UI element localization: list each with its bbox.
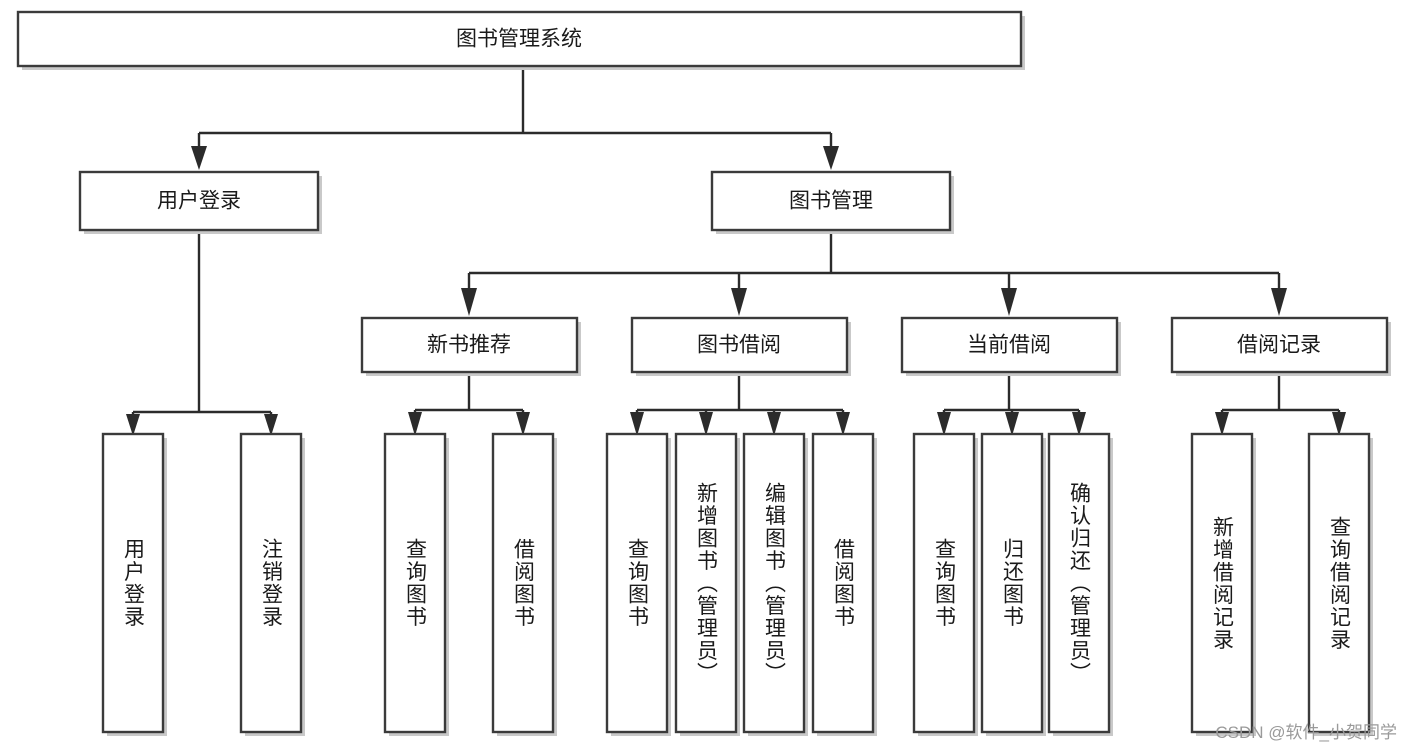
arrow-bb-leaf-2 xyxy=(767,412,781,436)
node-root[interactable]: 图书管理系统 xyxy=(16,10,1025,70)
node-book-borrow[interactable]: 图书借阅 xyxy=(630,316,851,376)
arrow-l2-1 xyxy=(731,288,747,316)
leaf-rect-bb-1[interactable] xyxy=(674,432,738,734)
leaf-label-bb-edit-book: 编辑图书（管理员） xyxy=(762,481,786,685)
leaf-label-logout: 注销登录 xyxy=(259,538,283,628)
leaf-label-box-bb-add-book: 新增图书（管理员） xyxy=(676,434,736,732)
arrow-l2-3 xyxy=(1271,288,1287,316)
leaf-rect-ul-0[interactable] xyxy=(101,432,165,734)
connectors-user-login-to-leaves xyxy=(126,234,278,436)
leaf-rect-cb-1[interactable] xyxy=(980,432,1044,734)
arrow-to-user-login xyxy=(191,146,207,170)
node-new-book-recommend[interactable]: 新书推荐 xyxy=(360,316,581,376)
arrow-l2-2 xyxy=(1001,288,1017,316)
connectors-borrow-records-to-leaves xyxy=(1215,376,1346,436)
leaf-label-br-query-record: 查询借阅记录 xyxy=(1327,515,1351,651)
node-current-borrow[interactable]: 当前借阅 xyxy=(900,316,1121,376)
leaf-label-box-cb-confirm-return: 确认归还（管理员） xyxy=(1049,434,1109,732)
leaf-label-cb-return-book: 归还图书 xyxy=(1000,538,1024,628)
node-book-manage[interactable]: 图书管理 xyxy=(710,170,954,234)
arrow-br-leaf-0 xyxy=(1215,412,1229,436)
connectors-book-borrow-to-leaves xyxy=(630,376,850,436)
connectors-new-book-recommend-to-leaves xyxy=(408,376,530,436)
leaf-rect-nbr-0[interactable] xyxy=(383,432,447,734)
node-new-book-recommend-label: 新书推荐 xyxy=(427,334,511,357)
leaf-label-box-bb-edit-book: 编辑图书（管理员） xyxy=(744,434,804,732)
arrow-cb-leaf-1 xyxy=(1005,412,1019,436)
leaf-rect-br-1[interactable] xyxy=(1307,432,1371,734)
arrow-bb-leaf-0 xyxy=(630,412,644,436)
leaf-rect-cb-2[interactable] xyxy=(1047,432,1111,734)
arrow-ul-leaf-0 xyxy=(126,414,140,436)
leaf-label-bb-borrow-book: 借阅图书 xyxy=(831,538,855,628)
node-current-borrow-label: 当前借阅 xyxy=(967,334,1051,357)
leaf-rect-br-0[interactable] xyxy=(1190,432,1254,734)
node-borrow-records-rect[interactable] xyxy=(1170,316,1389,374)
node-root-rect[interactable] xyxy=(16,10,1023,68)
leaf-label-box-logout: 注销登录 xyxy=(241,434,301,732)
leaf-label-br-add-record: 新增借阅记录 xyxy=(1210,515,1234,651)
leaf-label-box-nbr-query-book: 查询图书 xyxy=(385,434,445,732)
leaf-label-user-login: 用户登录 xyxy=(121,538,145,628)
arrow-nbr-leaf-0 xyxy=(408,412,422,436)
node-book-manage-rect[interactable] xyxy=(710,170,952,232)
node-new-book-recommend-rect[interactable] xyxy=(360,316,579,374)
node-current-borrow-rect[interactable] xyxy=(900,316,1119,374)
leaf-rect-nbr-1[interactable] xyxy=(491,432,555,734)
leaf-label-nbr-borrow-book: 借阅图书 xyxy=(511,538,535,628)
arrow-l2-0 xyxy=(461,288,477,316)
arrow-cb-leaf-2 xyxy=(1072,412,1086,436)
connectors-current-borrow-to-leaves xyxy=(937,376,1086,436)
arrow-bb-leaf-3 xyxy=(836,412,850,436)
leaf-label-box-br-add-record: 新增借阅记录 xyxy=(1192,434,1252,732)
leaf-label-bb-add-book: 新增图书（管理员） xyxy=(694,481,718,685)
node-user-login[interactable]: 用户登录 xyxy=(78,170,322,234)
node-borrow-records-label: 借阅记录 xyxy=(1237,334,1321,357)
arrow-ul-leaf-1 xyxy=(264,414,278,436)
arrow-nbr-leaf-1 xyxy=(516,412,530,436)
leaf-label-nbr-query-book: 查询图书 xyxy=(403,538,427,628)
leaf-label-box-cb-query-book: 查询图书 xyxy=(914,434,974,732)
node-user-login-rect[interactable] xyxy=(78,170,320,232)
leaf-label-box-user-login: 用户登录 xyxy=(103,434,163,732)
arrow-to-book-manage xyxy=(823,146,839,170)
arrow-bb-leaf-1 xyxy=(699,412,713,436)
leaf-label-bb-query-book: 查询图书 xyxy=(625,538,649,628)
node-root-label: 图书管理系统 xyxy=(456,28,582,51)
node-borrow-records[interactable]: 借阅记录 xyxy=(1170,316,1391,376)
leaf-rect-bb-0[interactable] xyxy=(605,432,669,734)
leaf-rect-bb-2[interactable] xyxy=(742,432,806,734)
leaf-rects xyxy=(101,432,1373,736)
connectors-root-to-level1 xyxy=(191,68,839,170)
leaf-rect-cb-0[interactable] xyxy=(912,432,976,734)
arrow-cb-leaf-0 xyxy=(937,412,951,436)
node-book-borrow-rect[interactable] xyxy=(630,316,849,374)
leaf-label-box-bb-query-book: 查询图书 xyxy=(607,434,667,732)
leaf-label-box-cb-return-book: 归还图书 xyxy=(982,434,1042,732)
node-book-manage-label: 图书管理 xyxy=(789,190,873,213)
leaf-rect-ul-1[interactable] xyxy=(239,432,303,734)
leaf-label-cb-confirm-return: 确认归还（管理员） xyxy=(1067,481,1091,685)
leaf-label-box-bb-borrow-book: 借阅图书 xyxy=(813,434,873,732)
leaf-label-box-br-query-record: 查询借阅记录 xyxy=(1309,434,1369,732)
connectors-book-manage-to-level2 xyxy=(461,234,1287,316)
node-book-borrow-label: 图书借阅 xyxy=(697,334,781,357)
leaf-label-box-nbr-borrow-book: 借阅图书 xyxy=(493,434,553,732)
arrow-br-leaf-1 xyxy=(1332,412,1346,436)
node-user-login-label: 用户登录 xyxy=(157,190,241,213)
leaf-label-cb-query-book: 查询图书 xyxy=(932,538,956,628)
leaf-rect-bb-3[interactable] xyxy=(811,432,875,734)
